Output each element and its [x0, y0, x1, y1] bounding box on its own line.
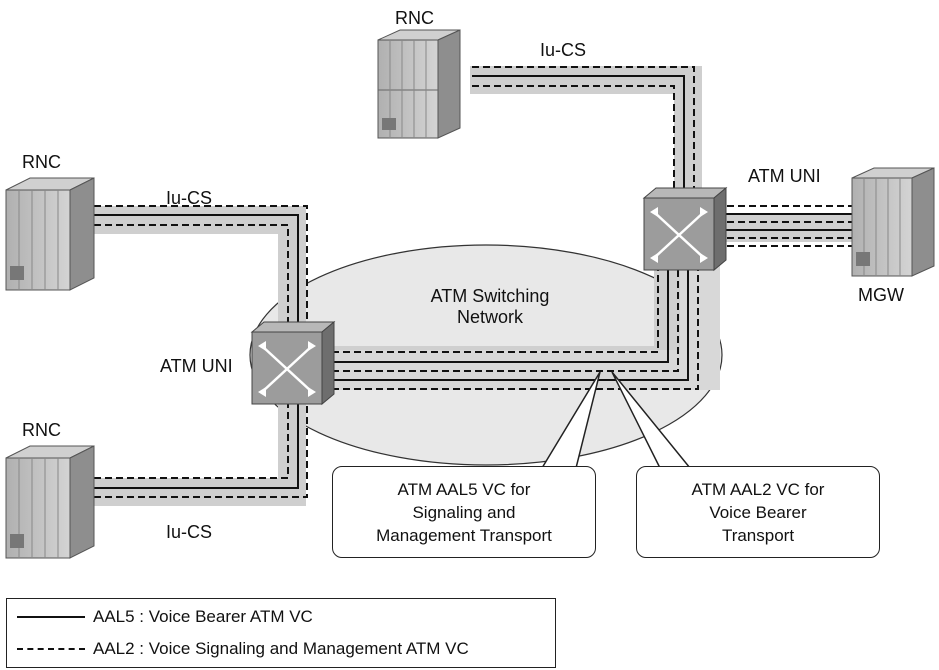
iucs-left-label: Iu-CS: [166, 188, 213, 208]
callout-aal2-line2: Voice Bearer: [709, 502, 807, 522]
iucs-top-label: Iu-CS: [540, 40, 587, 60]
atm-switch-left: [250, 320, 336, 406]
iucs-bottom-label: Iu-CS: [166, 522, 213, 542]
tube-rnc-top: [470, 66, 702, 230]
dashed-line-swatch: [17, 648, 85, 650]
callout-aal2: ATM AAL2 VC for Voice Bearer Transport: [636, 466, 880, 558]
callout-aal5: ATM AAL5 VC for Signaling and Management…: [332, 466, 596, 558]
rnc-bottom-rack: [5, 445, 95, 559]
mgw-label: MGW: [858, 285, 904, 305]
vc-lines-trunk: [332, 265, 699, 390]
mgw-rack: [851, 167, 935, 277]
atm-switching-network-label: ATM Switching Network: [392, 286, 588, 328]
legend-row-dashed: AAL2 : Voice Signaling and Management AT…: [17, 637, 469, 661]
rnc-top-rack: [377, 29, 461, 139]
legend-solid-label: AAL5 : Voice Bearer ATM VC: [93, 607, 313, 626]
atm-uni-right-label: ATM UNI: [748, 166, 821, 186]
rnc-left-label: RNC: [22, 152, 61, 172]
solid-line-swatch: [17, 616, 85, 618]
callout-aal5-line1: ATM AAL5 VC for: [397, 479, 531, 499]
callout-aal2-line1: ATM AAL2 VC for: [691, 479, 825, 499]
vc-lines-top: [472, 66, 695, 195]
network-label-line2: Network: [456, 307, 523, 327]
legend: AAL5 : Voice Bearer ATM VC AAL2 : Voice …: [6, 598, 556, 668]
callout-aal5-line3: Management Transport: [376, 525, 552, 545]
callout-aal5-line2: Signaling and: [412, 502, 516, 522]
rnc-left-rack: [5, 177, 95, 291]
legend-dashed-label: AAL2 : Voice Signaling and Management AT…: [93, 639, 469, 658]
vc-lines-left: [94, 205, 308, 350]
rnc-top-label: RNC: [395, 8, 434, 28]
legend-row-solid: AAL5 : Voice Bearer ATM VC: [17, 605, 313, 629]
rnc-bottom-label: RNC: [22, 420, 61, 440]
vc-lines-mgw: [716, 205, 852, 247]
callout-aal2-line3: Transport: [721, 525, 795, 545]
network-label-line1: ATM Switching: [430, 286, 550, 306]
atm-switch-right: [642, 186, 728, 272]
vc-lines-bottom: [94, 395, 308, 498]
atm-uni-left-label: ATM UNI: [160, 356, 233, 376]
